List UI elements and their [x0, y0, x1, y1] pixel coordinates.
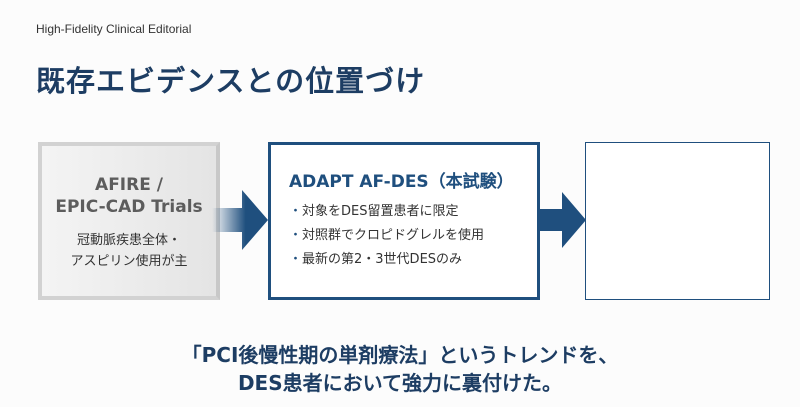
prior-heading-1: AFIRE /: [95, 175, 163, 195]
page-title: 既存エビデンスとの位置づけ: [36, 64, 426, 98]
prior-evidence-box: AFIRE /EPIC-CAD Trials 冠動脈疾患全体・アスピリン使用が主: [38, 142, 220, 300]
conclusion-line-2: DES患者において強力に裏付けた。: [237, 371, 563, 395]
conclusion-line-1: 「PCI後慢性期の単剤療法」というトレンドを、: [181, 343, 619, 367]
arrow-right-icon: [212, 190, 268, 250]
prior-body-2: アスピリン使用が主: [70, 254, 188, 269]
slide-subtitle: High-Fidelity Clinical Editorial: [36, 22, 192, 36]
trial-point: 最新の第2・3世代DESのみ: [289, 248, 537, 272]
prior-body-1: 冠動脈疾患全体・: [76, 233, 181, 248]
empty-box: [585, 142, 770, 300]
prior-heading-2: EPIC-CAD Trials: [55, 197, 203, 217]
trial-point: 対照群でクロピドグレルを使用: [289, 224, 537, 248]
arrow-right-icon: [540, 192, 586, 248]
trial-point: 対象をDES留置患者に限定: [289, 200, 537, 224]
current-trial-box: ADAPT AF-DES（本試験） 対象をDES留置患者に限定 対照群でクロピド…: [268, 142, 540, 300]
conclusion-text: 「PCI後慢性期の単剤療法」というトレンドを、 DES患者において強力に裏付けた…: [0, 341, 800, 397]
trial-heading: ADAPT AF-DES（本試験）: [289, 172, 514, 192]
